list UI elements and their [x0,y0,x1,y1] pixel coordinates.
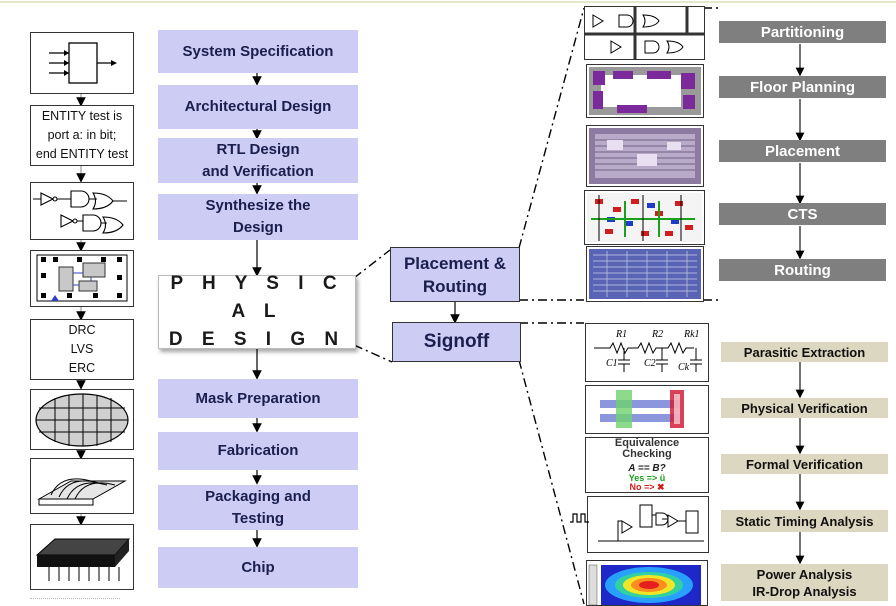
equivalence-eq: A == B? [628,463,666,474]
chip-thumbnail [30,524,134,590]
r1-label: R1 [615,329,627,340]
gate-netlist-thumbnail [30,182,134,240]
equivalence-title: Equivalence Checking [614,437,680,460]
pr-step-routing: Routing [719,259,886,281]
ic-chip-icon [35,538,131,581]
flow-system-specification: System Specification [158,30,358,73]
logic-gates-icon [33,190,127,234]
placement-routing-box: Placement & Routing [390,247,520,302]
entity-code-thumbnail: ENTITY test is port a: in bit; end ENTIT… [30,105,134,166]
ir-drop-heatmap-icon [587,561,707,605]
clock-tree-icon [587,193,702,242]
block-symbol-thumbnail [30,32,134,94]
cts-thumbnail [584,190,705,245]
equivalence-no: No => ✖ [629,482,665,492]
power-analysis-thumbnail [586,560,708,606]
c2-label: C2 [644,358,656,369]
floorplan-layout-thumbnail [586,64,704,118]
pr-step-cts: CTS [719,203,886,225]
floorplan-icon [36,254,128,302]
floorplan-layout-icon [589,67,701,115]
equivalence-yes: Yes => ü [628,473,666,483]
flow-packaging-testing: Packaging and Testing [158,485,358,530]
wafer-thumbnail [30,389,134,450]
flow-rtl-design: RTL Design and Verification [158,138,358,183]
signoff-step-physical: Physical Verification [721,398,888,418]
package-thumbnail [30,458,134,514]
physical-design-box: P H Y S I C A L D E S I G N [158,273,356,350]
flow-chip: Chip [158,547,358,588]
signoff-step-power: Power Analysis IR-Drop Analysis [721,564,888,601]
rc-network-icon: R1 R2 Rk1 C1 C2 Ck [594,329,702,373]
signoff-step-parasitic: Parasitic Extraction [721,342,888,362]
wire-bond-icon [37,478,127,506]
sta-thumbnail [570,496,709,553]
pr-step-floor-planning: Floor Planning [719,76,886,98]
wafer-icon [35,393,129,447]
rc-network-thumbnail: R1 R2 Rk1 C1 C2 Ck [585,323,709,382]
flow-mask-preparation: Mask Preparation [158,379,358,418]
floorplan-thumbnail [30,250,134,307]
routing-layout-icon [589,249,701,299]
equivalence-thumbnail: Equivalence Checking A == B? Yes => ü No… [585,437,709,493]
physical-verification-thumbnail [585,385,709,434]
ck-label: Ck [678,362,690,373]
pr-step-placement: Placement [719,140,886,162]
routing-thumbnail [586,246,704,302]
c1-label: C1 [606,358,618,369]
clock-waveform-icon [570,513,589,523]
drc-lvs-erc-thumbnail: DRC LVS ERC [30,319,134,380]
placement-layout-icon [589,128,701,184]
partition-thumbnail [584,6,705,60]
signoff-box: Signoff [392,322,521,362]
placement-thumbnail [586,125,704,187]
faint-footnote [30,598,120,605]
flow-architectural-design: Architectural Design [158,85,358,129]
dash-dot-connectors [353,7,720,605]
flow-synthesize: Synthesize the Design [158,194,358,240]
flow-fabrication: Fabrication [158,432,358,470]
block-symbol-icon [49,42,117,84]
timing-path-icon [598,504,704,542]
pr-step-partitioning: Partitioning [719,21,886,43]
drc-layout-icon [600,390,684,428]
r2-label: R2 [651,329,663,340]
partitioned-netlist-icon [585,7,704,59]
physical-design-label: P H Y S I C A L D E S I G N [168,273,346,350]
rk-label: Rk1 [683,329,700,340]
signoff-step-sta: Static Timing Analysis [721,510,888,532]
signoff-step-formal: Formal Verification [721,454,888,474]
